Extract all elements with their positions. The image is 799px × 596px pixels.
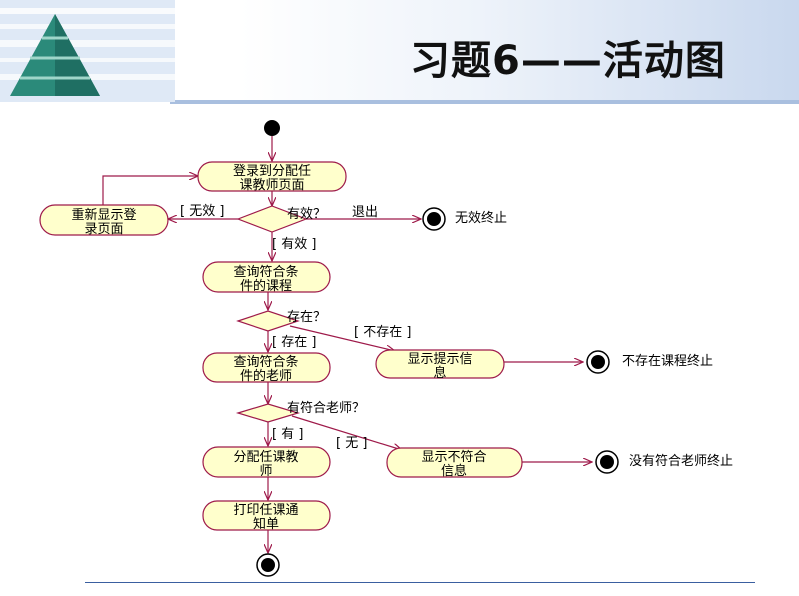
guard-invalid: [ 无效 ]	[180, 204, 224, 219]
activity-relogin-line2: 录页面	[84, 222, 123, 237]
activity-query-teacher: 查询符合条 件的老师	[202, 352, 331, 384]
activity-login-line1: 登录到分配任	[233, 164, 311, 179]
activity-login: 登录到分配任 课教师页面	[197, 161, 347, 193]
activity-relogin-line1: 重新显示登	[71, 207, 136, 223]
activity-print-line2: 知单	[253, 516, 279, 532]
guard-none: [ 无 ]	[336, 436, 367, 451]
flow-decision2-show-msg	[289, 325, 395, 351]
activity-query-teacher-line1: 查询符合条	[233, 354, 298, 370]
decision-exists-label: 存在？	[287, 310, 326, 325]
activity-query-course: 查询符合条 件的课程	[202, 261, 331, 294]
slide-title: 习题6——活动图	[410, 38, 726, 84]
guard-valid: [ 有效 ]	[272, 237, 316, 252]
activity-relogin: 重新显示登 录页面	[39, 204, 169, 237]
initial-node	[264, 120, 280, 136]
final-no-course-label: 不存在课程终止	[622, 353, 713, 369]
final-node-end	[256, 553, 280, 577]
activity-print-line1: 打印任课通	[233, 503, 298, 518]
activity-print-notice: 打印任课通 知单	[202, 500, 331, 532]
activity-assign-line1: 分配任课教	[233, 449, 298, 465]
final-node-no-teacher	[595, 450, 619, 474]
activity-show-nomatch-line2: 信息	[441, 463, 467, 479]
decision-teacher	[235, 403, 301, 423]
guard-logout: 退出	[352, 205, 378, 220]
footer-rule	[85, 582, 755, 583]
decision-valid	[236, 205, 308, 233]
activity-login-line2: 课教师页面	[239, 177, 304, 193]
activity-query-course-line1: 查询符合条	[233, 264, 298, 280]
activity-assign-teacher: 分配任课教 师	[202, 446, 331, 479]
pyramid-logo-icon	[0, 0, 175, 102]
activity-query-course-line2: 件的课程	[240, 278, 292, 294]
decision-valid-label: 有效？	[287, 207, 326, 222]
decision-teacher-label: 有符合老师？	[287, 400, 365, 416]
activity-assign-line2: 师	[259, 464, 272, 479]
guard-exists: [ 存在 ]	[272, 335, 316, 350]
activity-show-message-line1: 显示提示信	[407, 351, 472, 367]
activity-show-message-line2: 息	[433, 365, 446, 381]
activity-show-message: 显示提示信 息	[375, 349, 505, 381]
final-node-no-course	[586, 350, 610, 374]
flow-relogin-login	[102, 176, 198, 205]
guard-not-exists: [ 不存在 ]	[354, 325, 411, 340]
final-no-teacher-label: 没有符合老师终止	[629, 453, 733, 469]
decision-exists	[236, 310, 300, 332]
final-node-invalid	[422, 207, 446, 231]
activity-show-nomatch-line1: 显示不符合	[421, 449, 486, 465]
flow-decision3-show-nomatch	[291, 415, 402, 450]
activity-query-teacher-line2: 件的老师	[240, 368, 292, 384]
header-rule	[170, 100, 799, 104]
guard-has: [ 有 ]	[272, 427, 303, 442]
activity-show-nomatch: 显示不符合 信息	[386, 447, 523, 479]
final-invalid-label: 无效终止	[455, 210, 507, 226]
